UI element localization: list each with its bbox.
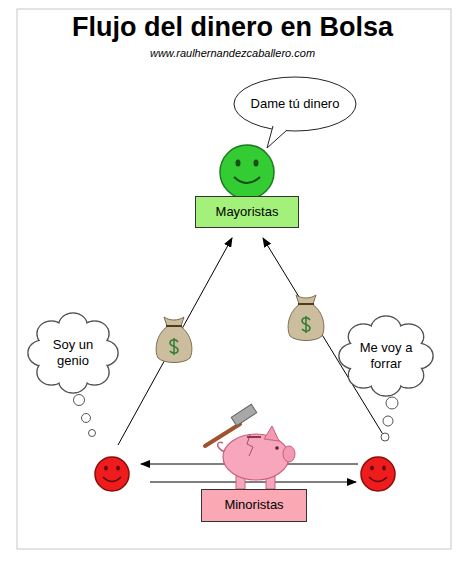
thought-cloud: Me voy a forrar <box>339 316 433 396</box>
smiley-face <box>220 145 274 199</box>
smiley-eye <box>116 466 120 471</box>
dollar-symbol <box>302 316 310 333</box>
bag-neck <box>296 295 316 304</box>
pig-eye <box>275 446 279 450</box>
money-bag <box>156 317 192 363</box>
node-text: Dame tú dinero <box>236 96 354 112</box>
thought-dot <box>89 430 96 437</box>
smiley-face <box>361 457 395 491</box>
smiley-mouth <box>234 177 260 183</box>
bag-tie <box>298 303 314 305</box>
smiley-eye <box>236 160 241 167</box>
hammer-head <box>231 404 257 425</box>
dollar-symbol <box>170 338 178 355</box>
pig-snout <box>283 446 295 462</box>
process-box: Minoristas <box>201 489 307 522</box>
bubble-outline <box>234 77 356 131</box>
website-url: www.raulhernandezcaballero.com <box>0 47 465 59</box>
thought-dot <box>386 397 398 409</box>
smiley-face <box>95 457 129 491</box>
thought-dot <box>383 416 393 426</box>
pig-ear <box>264 426 279 441</box>
thought-cloud: Soy un genio <box>28 313 118 393</box>
smiley-eye <box>370 466 374 471</box>
smiley-eye <box>382 466 386 471</box>
piggy-bank <box>218 426 295 489</box>
hammer-handle <box>205 424 240 446</box>
thought-dot <box>82 414 91 423</box>
crack-line <box>247 435 253 456</box>
cloud-fill <box>42 326 103 380</box>
smiley-mouth <box>369 477 387 482</box>
node-text-group: Soy un genio <box>45 337 101 370</box>
hammer <box>205 404 257 446</box>
bag-neck <box>164 317 184 326</box>
node-text: Me voy a forrar <box>359 340 413 373</box>
smiley-eye <box>254 160 259 167</box>
page-frame <box>17 9 451 549</box>
node-text: Mayoristas <box>197 204 297 220</box>
thought-dot <box>74 395 85 406</box>
money-bag <box>288 295 324 341</box>
node-text: Minoristas <box>203 497 305 513</box>
thought-dot <box>381 433 389 441</box>
speech-bubble: Dame tú dinero <box>233 76 357 132</box>
diagram-title: Flujo del dinero en Bolsa <box>0 12 465 43</box>
bag-body <box>288 304 324 341</box>
node-text-group: Minoristas <box>203 497 305 513</box>
node-text-group: Me voy a forrar <box>359 340 413 373</box>
smiley-mouth <box>103 477 121 482</box>
cloud-fill <box>354 329 418 383</box>
flow-arrow <box>150 482 356 483</box>
node-text-group: Mayoristas <box>197 204 297 220</box>
smiley-eye <box>104 466 108 471</box>
bubble-tail <box>267 126 287 148</box>
node-text: Soy un genio <box>45 337 101 370</box>
bag-tie <box>166 325 182 327</box>
bag-body <box>156 326 192 363</box>
node-text-group: Dame tú dinero <box>236 96 354 112</box>
flow-arrow <box>118 238 232 445</box>
process-box: Mayoristas <box>195 196 299 228</box>
